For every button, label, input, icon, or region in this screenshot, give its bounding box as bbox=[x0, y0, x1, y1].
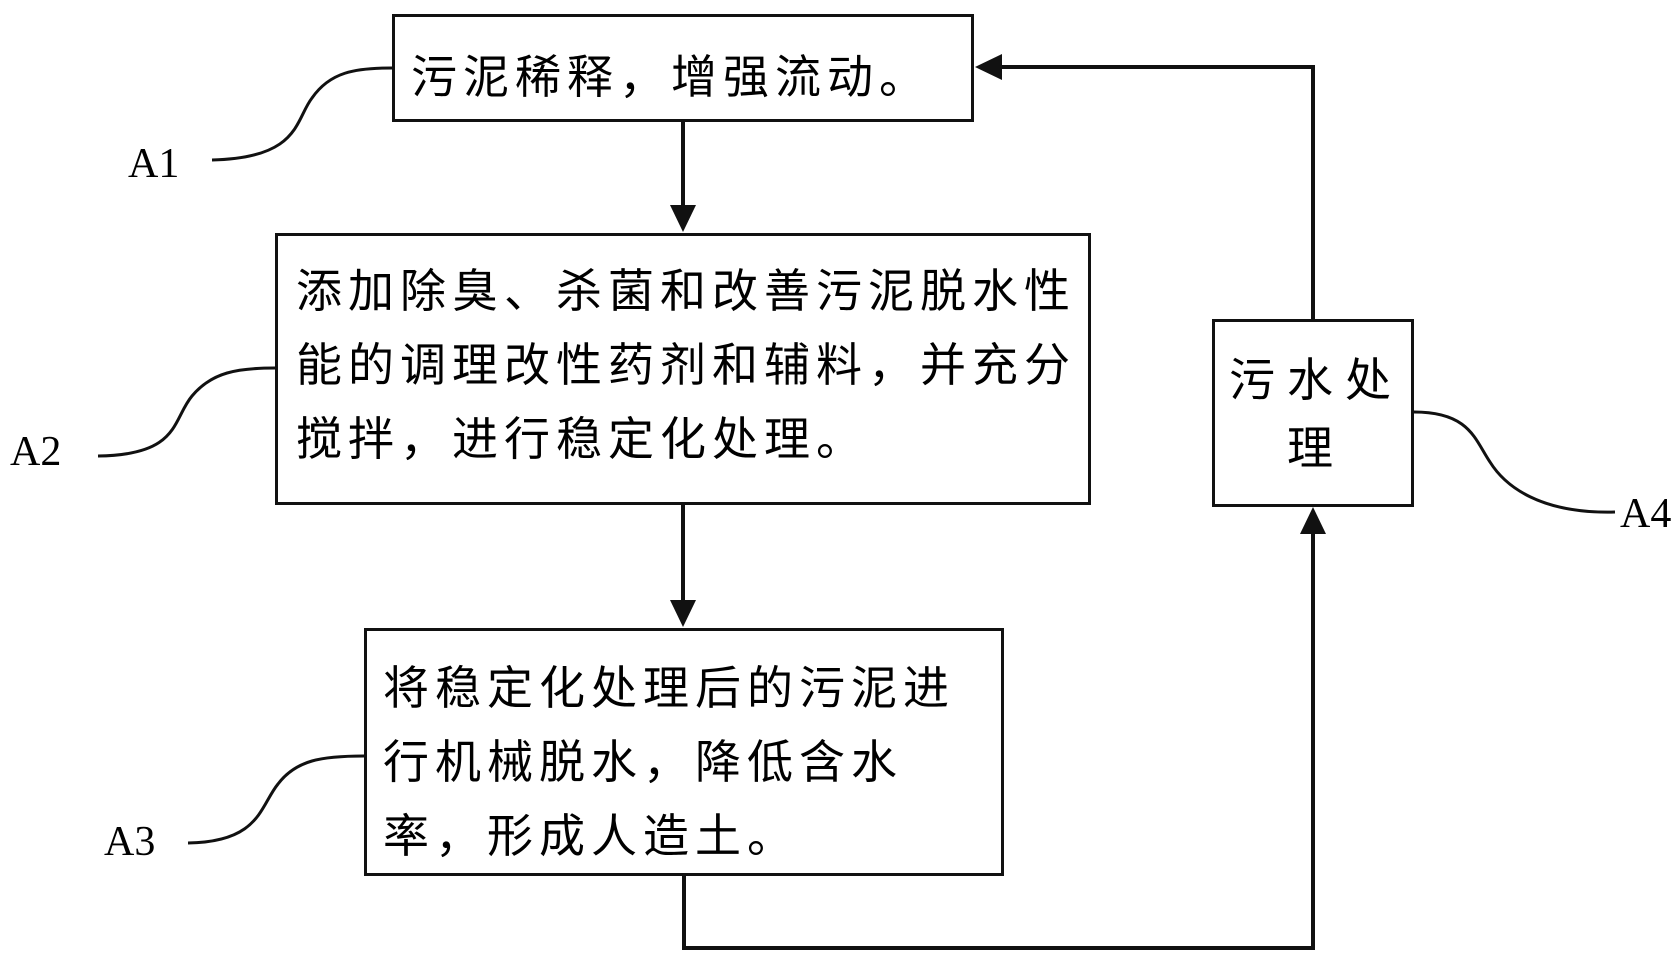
leader-line-a1 bbox=[211, 66, 393, 162]
step-a3-text: 将稳定化处理后的污泥进行机械脱水，降低含水率，形成人造土。 bbox=[383, 661, 955, 863]
leader-line-a4 bbox=[1413, 410, 1616, 514]
step-a1-box: 污泥稀释，增强流动。 bbox=[392, 14, 974, 122]
label-a1: A1 bbox=[128, 141, 180, 187]
step-a4-box: 污水处理 bbox=[1212, 319, 1414, 507]
step-a2-box: 添加除臭、杀菌和改善污泥脱水性能的调理改性药剂和辅料，并充分搅拌，进行稳定化处理… bbox=[275, 233, 1091, 505]
arrow-a1-to-a2 bbox=[670, 122, 696, 232]
leader-line-a2 bbox=[97, 366, 276, 458]
step-a1-text: 污泥稀释，增强流动。 bbox=[411, 50, 931, 104]
arrow-a4-to-a1 bbox=[975, 54, 1315, 319]
label-a3: A3 bbox=[104, 819, 156, 865]
step-a3-box: 将稳定化处理后的污泥进行机械脱水，降低含水率，形成人造土。 bbox=[364, 628, 1004, 876]
leader-line-a3 bbox=[187, 754, 365, 845]
arrow-a3-to-a4 bbox=[682, 507, 1326, 950]
label-a2: A2 bbox=[10, 429, 62, 475]
step-a2-text: 添加除臭、杀菌和改善污泥脱水性能的调理改性药剂和辅料，并充分搅拌，进行稳定化处理… bbox=[296, 264, 1076, 466]
label-a4: A4 bbox=[1620, 491, 1671, 537]
step-a4-text: 污水处理 bbox=[1229, 353, 1403, 475]
arrow-a2-to-a3 bbox=[670, 505, 696, 627]
